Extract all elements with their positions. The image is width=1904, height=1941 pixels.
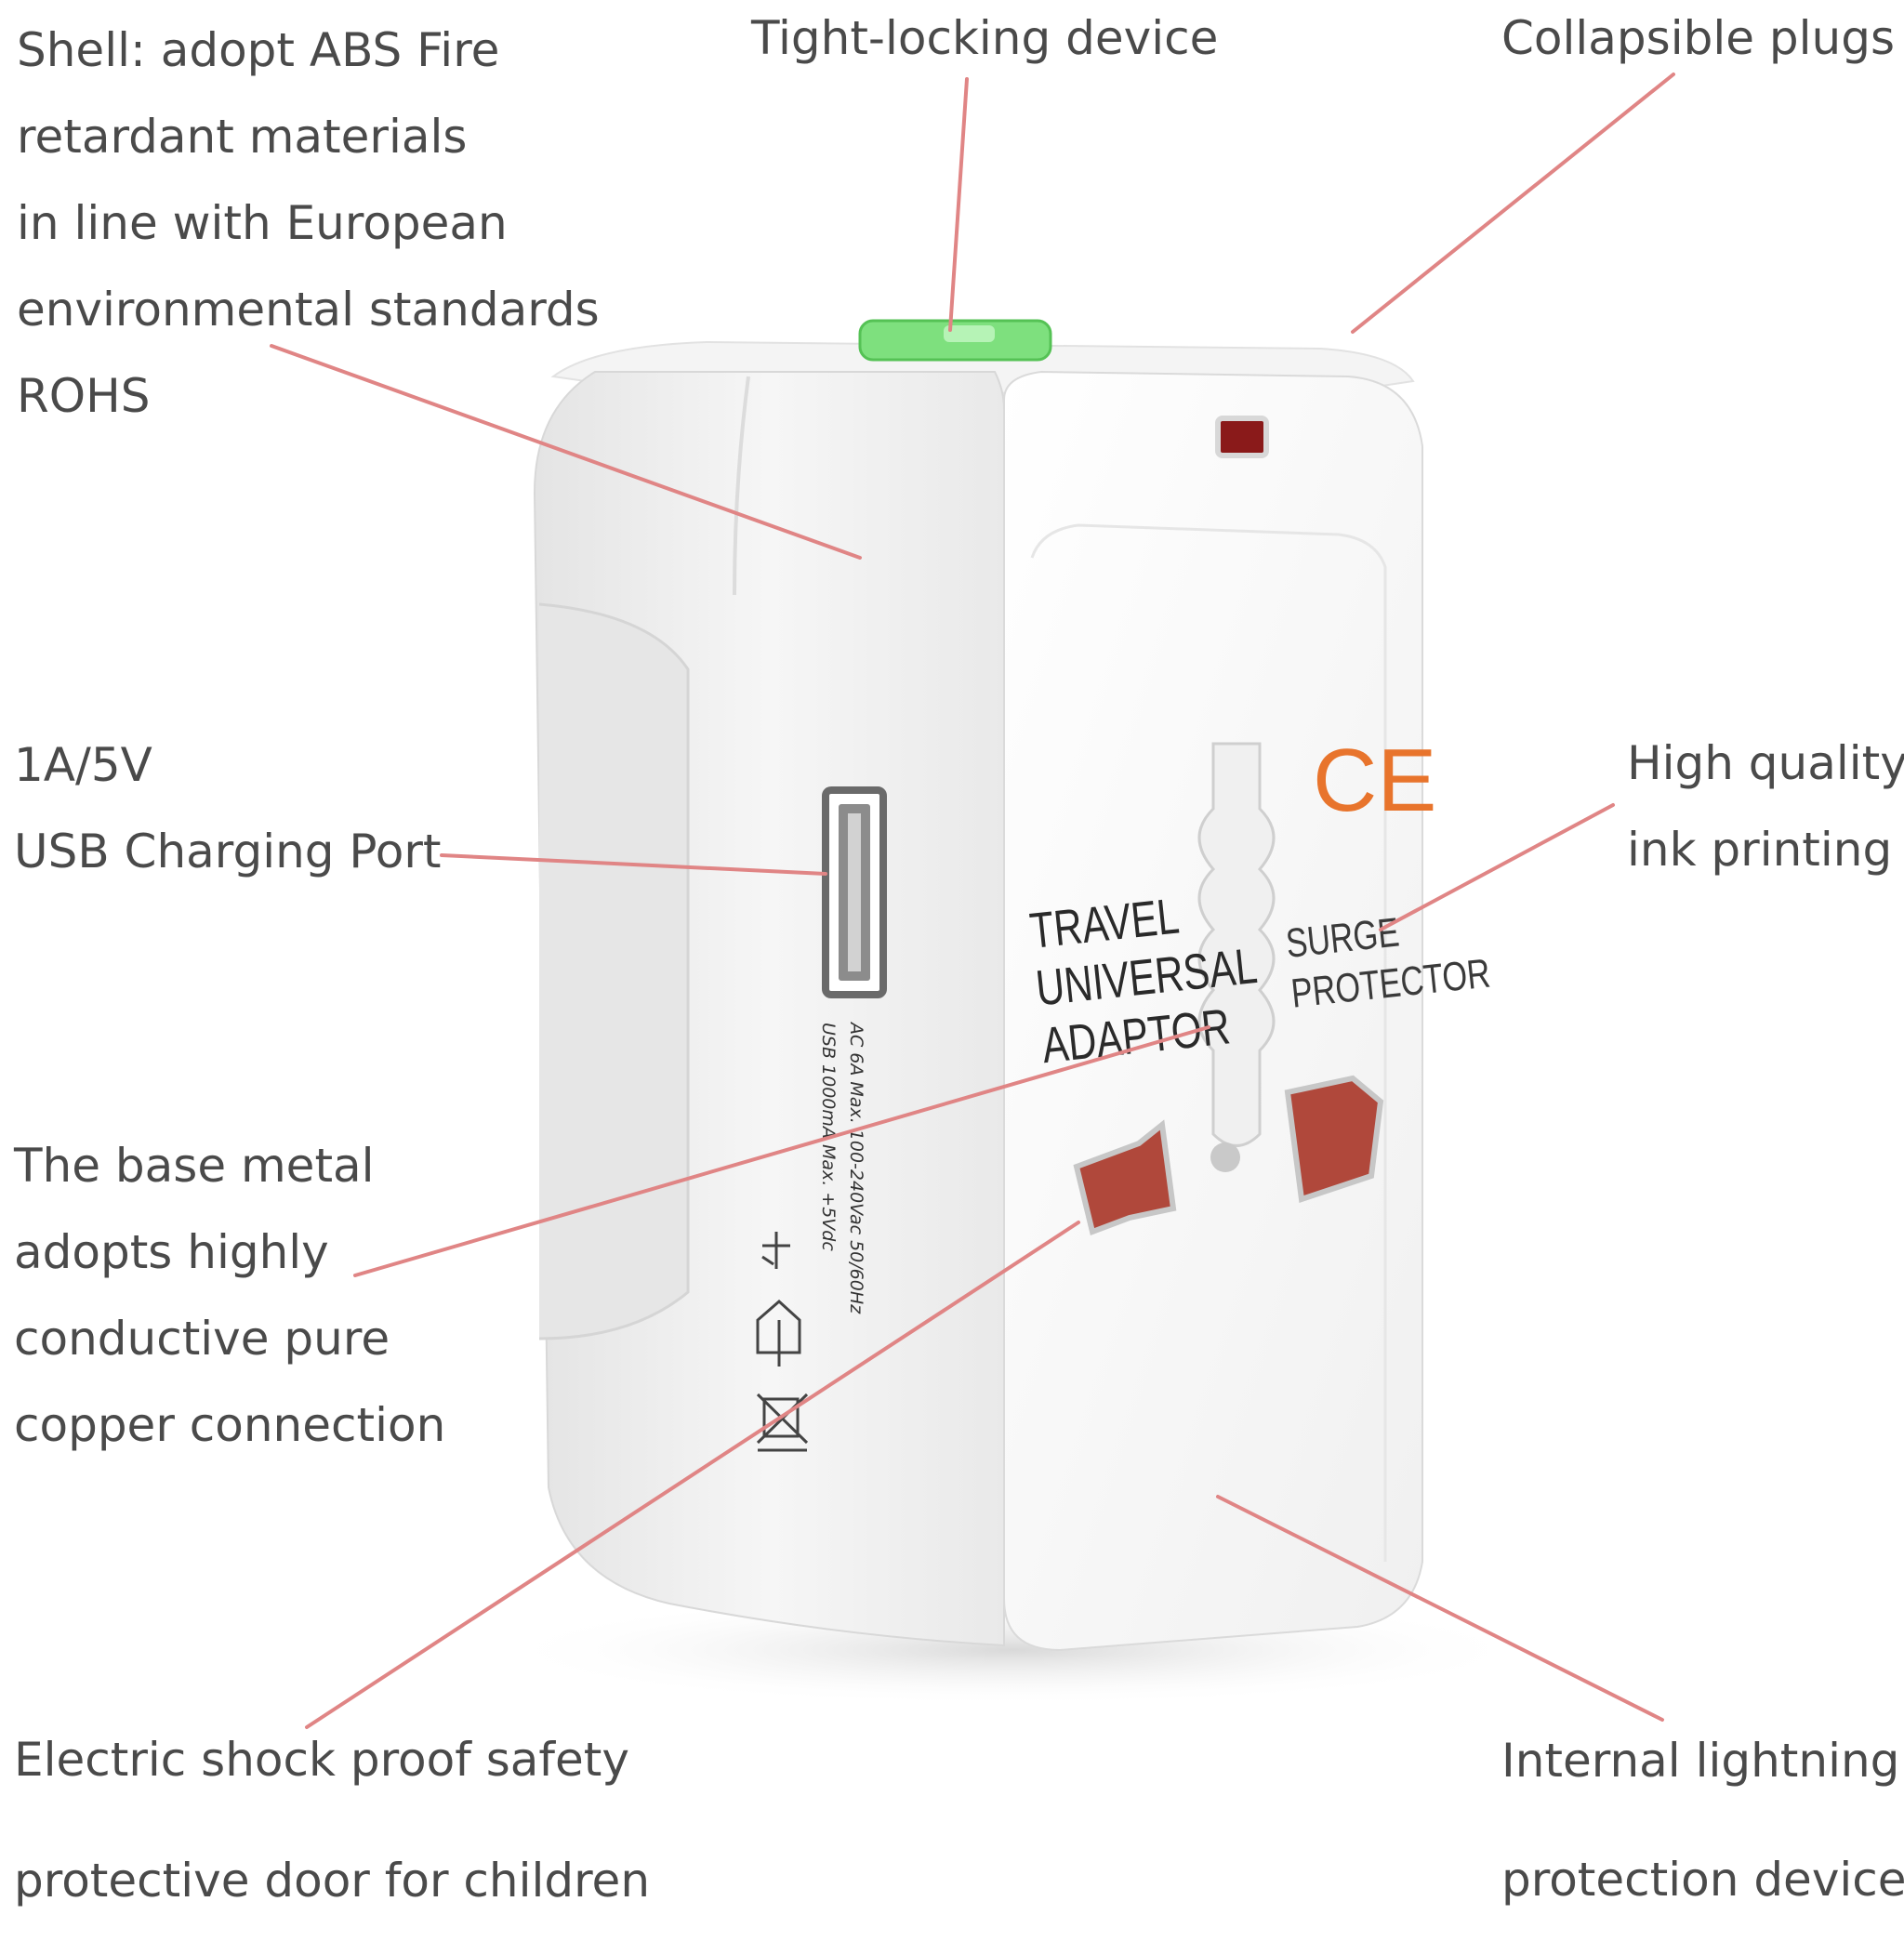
callout-shock-door: Electric shock proof safety protective d… bbox=[14, 1699, 650, 1941]
front-slide-panel bbox=[1030, 523, 1387, 1562]
callout-lightning: Internal lightning protection device bbox=[1501, 1701, 1904, 1939]
callout-shock-door-line: Electric shock proof safety bbox=[14, 1733, 629, 1787]
callout-shell: Shell: adopt ABS Fire retardant material… bbox=[17, 7, 600, 440]
callout-usb-port-line: 1A/5V bbox=[14, 738, 152, 792]
callout-tight-lock: Tight-locking device bbox=[751, 0, 1218, 82]
callout-base-metal: The base metal adopts highly conductive … bbox=[14, 1123, 445, 1469]
leader-lightning bbox=[1216, 1495, 1664, 1722]
callout-shell-line: in line with European bbox=[17, 196, 508, 250]
callout-ink-printing-line: ink printing bbox=[1627, 823, 1893, 877]
callout-ink-printing-line: High quality bbox=[1627, 736, 1904, 790]
callout-usb-port-line: USB Charging Port bbox=[14, 825, 442, 878]
callout-usb-port: 1A/5V USB Charging Port bbox=[14, 722, 442, 895]
usb-symbol-icon bbox=[761, 1232, 790, 1269]
leader-base-metal bbox=[353, 1025, 1210, 1277]
leader-collapsible bbox=[1351, 73, 1675, 334]
indicator-led bbox=[1215, 416, 1269, 458]
callout-base-metal-line: adopts highly bbox=[14, 1225, 329, 1279]
callout-base-metal-line: conductive pure bbox=[14, 1312, 390, 1366]
callout-ink-printing: High quality ink printing bbox=[1627, 720, 1904, 893]
leader-shell bbox=[270, 344, 862, 560]
side-grip bbox=[538, 602, 690, 1340]
weee-bin-icon bbox=[756, 1393, 809, 1452]
leader-tight-lock bbox=[948, 77, 969, 332]
callout-shell-line: ROHS bbox=[17, 369, 151, 423]
leader-ink-printing bbox=[1379, 803, 1615, 931]
callout-shell-line: Shell: adopt ABS Fire bbox=[17, 23, 500, 77]
usb-port-tongue bbox=[848, 813, 861, 971]
callout-collapsible-line: Collapsible plugs bbox=[1501, 11, 1895, 65]
socket-right bbox=[1284, 1075, 1384, 1203]
callout-base-metal-line: The base metal bbox=[14, 1139, 375, 1193]
universal-slot bbox=[1197, 742, 1276, 1147]
leader-shock-door bbox=[305, 1221, 1080, 1729]
callout-shell-line: retardant materials bbox=[17, 110, 468, 164]
home-symbol-icon bbox=[756, 1299, 801, 1367]
ce-mark: CE bbox=[1313, 731, 1436, 830]
callout-shell-line: environmental standards bbox=[17, 283, 600, 337]
leader-usb-port bbox=[440, 853, 827, 876]
callout-shock-door-line: protective door for children bbox=[14, 1854, 651, 1908]
callout-lightning-line: protection device bbox=[1501, 1853, 1904, 1907]
lock-button-highlight bbox=[944, 325, 995, 342]
socket-left bbox=[1073, 1119, 1177, 1235]
callout-lightning-line: Internal lightning bbox=[1501, 1734, 1900, 1788]
slot-ground-hole bbox=[1210, 1142, 1240, 1172]
callout-base-metal-line: copper connection bbox=[14, 1398, 446, 1452]
side-panel-seam bbox=[733, 376, 750, 596]
callout-tight-lock-line: Tight-locking device bbox=[751, 11, 1219, 65]
callout-collapsible: Collapsible plugs bbox=[1501, 0, 1895, 82]
